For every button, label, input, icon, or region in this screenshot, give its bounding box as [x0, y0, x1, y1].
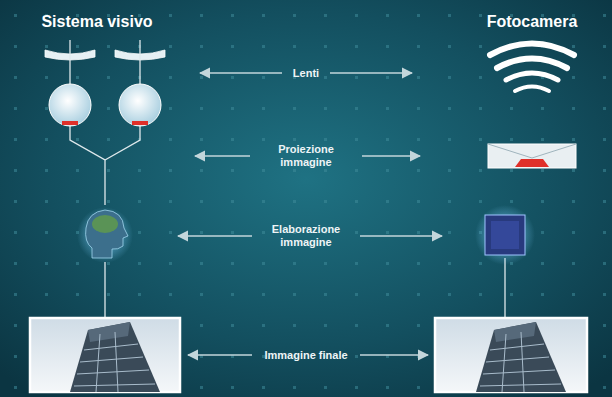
- camera-lens: [490, 44, 574, 92]
- final-image-eye: [30, 318, 180, 392]
- brain-head: [77, 207, 133, 263]
- eyeballs: [49, 84, 161, 126]
- final-image-camera: [435, 318, 587, 392]
- column-heading: Fotocamera: [457, 13, 607, 31]
- stage-label: Elaborazione immagine: [258, 223, 354, 248]
- eye-lenses: [45, 50, 165, 60]
- image-sensor: [488, 144, 576, 168]
- comparison-arrows: [178, 73, 442, 355]
- stage-label: Lenti: [271, 67, 341, 80]
- stage-label: Immagine finale: [258, 349, 354, 362]
- optic-lines: [70, 40, 505, 318]
- stage-label: Proiezione immagine: [258, 143, 354, 168]
- column-heading: Sistema visivo: [12, 13, 182, 31]
- processor-chip: [475, 205, 535, 265]
